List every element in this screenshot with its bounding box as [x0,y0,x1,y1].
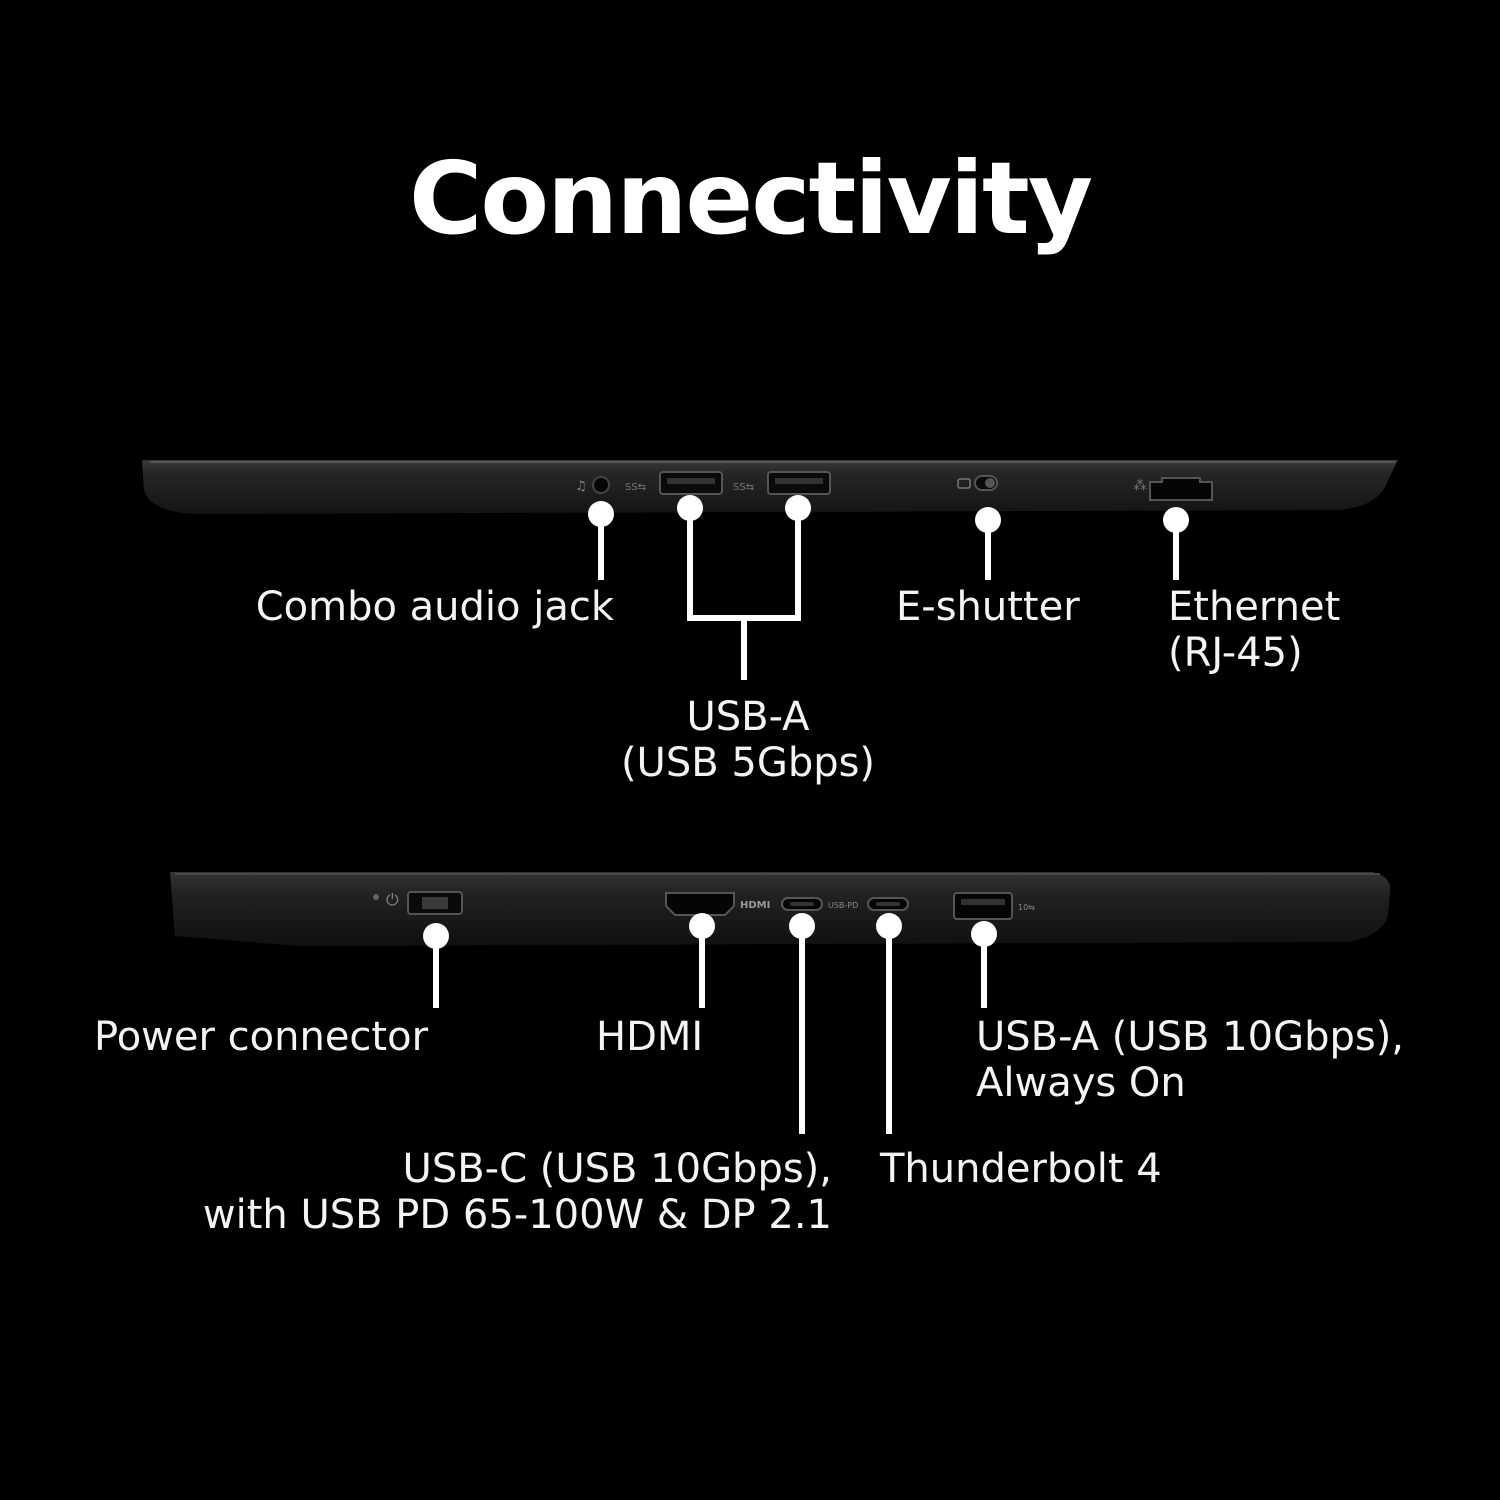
label-usb-a-10gbps: USB-A (USB 10Gbps), Always On [976,1014,1405,1106]
label-hdmi: HDMI [596,1014,704,1060]
label-usb-c-10gbps: USB-C (USB 10Gbps), with USB PD 65-100W … [202,1146,832,1238]
svg-text:♫: ♫ [575,479,587,494]
top-callout-dots [588,495,1189,533]
hdmi-port-icon [665,892,735,916]
camera-shutter-switch-icon [957,475,998,491]
label-ethernet: Ethernet (RJ-45) [1168,584,1341,676]
page-title: Connectivity [408,140,1093,257]
top-callout-lines [598,508,1179,680]
usb-a-port-icon [767,471,831,495]
label-e-shutter: E-shutter [896,584,1080,630]
svg-text:⁂: ⁂ [1133,478,1147,494]
hdmi-mark: HDMI [740,900,770,911]
label-power-connector: Power connector [94,1014,429,1060]
audio-jack-port-icon: ♫ [575,476,610,494]
svg-text:⏻: ⏻ [386,890,399,909]
top-chassis: ♫ SS⇆ SS⇆ ⁂ [142,460,1398,514]
thunderbolt-port-icon [867,897,909,911]
label-usb-a-5gbps: USB-A (USB 5Gbps) [620,694,876,786]
usb-a-port-icon [659,471,723,495]
bottom-callout-dots [423,913,997,949]
usb-10-mark: 10⇆ [1018,903,1035,912]
ss-usb-mark: SS⇆ [625,482,646,493]
usb-a-port-icon [953,892,1013,920]
power-port-icon: ⏻ [373,890,463,915]
usb-c-port-icon [781,897,823,911]
usb-pd-mark: USB-PD [828,901,858,910]
label-thunderbolt-4: Thunderbolt 4 [880,1146,1162,1192]
label-combo-audio-jack: Combo audio jack [255,584,614,630]
bottom-chassis: ⏻ HDMI USB-PD 10⇆ [170,872,1391,946]
bottom-callout-lines [433,926,987,1134]
ethernet-port-icon: ⁂ [1133,477,1213,501]
ss-usb-mark: SS⇆ [733,482,754,493]
